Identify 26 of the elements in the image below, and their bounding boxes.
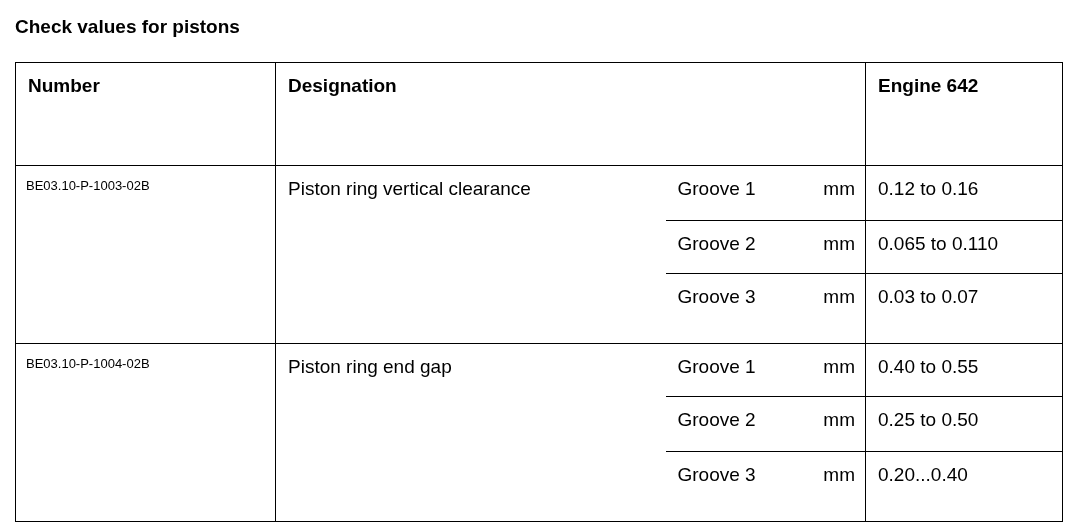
groove-label: Groove 2 xyxy=(677,409,756,430)
column-header: Designation xyxy=(288,75,397,96)
unit-label: mm xyxy=(823,178,855,199)
designation-text: Piston ring vertical clearance xyxy=(288,178,531,199)
designation-text: Piston ring end gap xyxy=(288,356,452,377)
value-text: 0.20...0.40 xyxy=(878,464,968,485)
groove-label: Groove 2 xyxy=(677,233,756,254)
column-header: Number xyxy=(28,75,100,96)
groove-label: Groove 1 xyxy=(677,356,756,377)
unit-label: mm xyxy=(823,409,855,430)
groove-label: Groove 3 xyxy=(677,286,756,307)
unit-label: mm xyxy=(823,356,855,377)
unit-label: mm xyxy=(823,233,855,254)
table-title: Check values for pistons xyxy=(15,16,240,38)
groove-label: Groove 1 xyxy=(677,178,756,199)
value-text: 0.03 to 0.07 xyxy=(878,286,979,307)
reference-number: BE03.10-P-1004-02B xyxy=(26,356,150,371)
reference-number: BE03.10-P-1003-02B xyxy=(26,178,150,193)
groove-label: Groove 3 xyxy=(677,464,756,485)
unit-label: mm xyxy=(823,464,855,485)
value-text: 0.12 to 0.16 xyxy=(878,178,979,199)
unit-label: mm xyxy=(823,286,855,307)
value-text: 0.40 to 0.55 xyxy=(878,356,979,377)
value-text: 0.065 to 0.110 xyxy=(878,233,999,254)
column-header: Engine 642 xyxy=(878,75,979,96)
value-text: 0.25 to 0.50 xyxy=(878,409,979,430)
